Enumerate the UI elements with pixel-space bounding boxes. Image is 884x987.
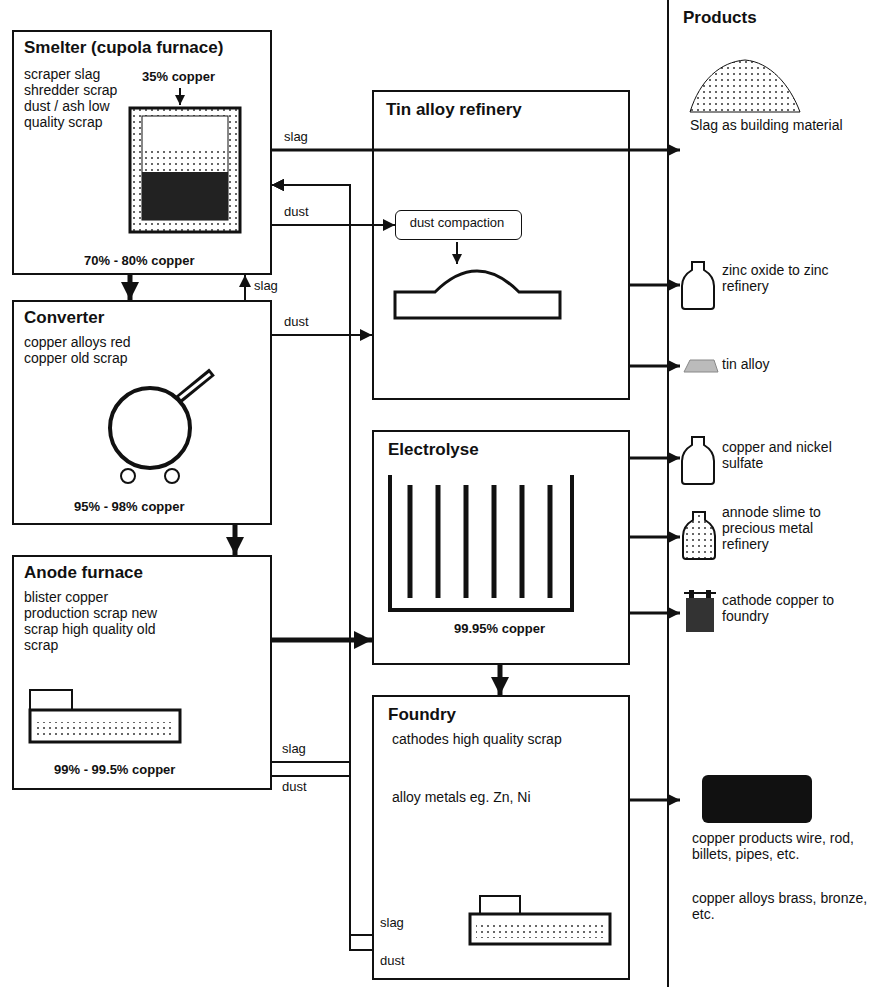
box-text: 70% - 80% copper xyxy=(84,254,264,269)
box-text: 99.95% copper xyxy=(454,622,614,637)
box-text: scraper slag shredder scrap dust / ash l… xyxy=(24,66,124,130)
converter-wheel xyxy=(165,469,179,483)
furnace-hood xyxy=(480,896,520,914)
box-text-main: annode slime to precious metal refinery xyxy=(722,504,862,552)
box-text-main: Foundry xyxy=(388,705,618,725)
box-text: cathodes high quality scrap xyxy=(392,731,607,747)
box-text-main: cathode copper to foundry xyxy=(722,592,862,624)
electrode-plates xyxy=(410,485,550,598)
product-item: tin alloy xyxy=(680,348,870,384)
box-text: blister copper production scrap new scra… xyxy=(24,589,174,653)
box-text-main: dust compaction xyxy=(396,216,518,231)
box-text: 95% - 98% copper xyxy=(74,500,264,515)
flow-arrow xyxy=(630,284,680,287)
foundry-furnace xyxy=(470,914,610,944)
product-item: Slag as building material xyxy=(680,55,870,160)
products-divider xyxy=(667,0,669,987)
flow-arrow xyxy=(128,275,133,300)
box-text-main: Converter xyxy=(24,308,264,328)
tin-furnace xyxy=(395,271,560,318)
flow-arrow xyxy=(272,224,395,226)
box-text-main: Anode furnace xyxy=(24,563,264,583)
box-text-main: tin alloy xyxy=(722,356,862,372)
converter-spout xyxy=(178,372,212,400)
process-box: Converter copper alloys red copper old sc… xyxy=(12,300,272,525)
foundry-melt xyxy=(476,922,604,938)
box-text-main: Slag as building material xyxy=(690,117,865,133)
edge-label: slag xyxy=(280,742,308,757)
product-item: zinc oxide to zinc refinery xyxy=(680,258,871,310)
flow-arrow xyxy=(233,525,238,555)
compaction-arrow xyxy=(456,242,458,264)
melt-layer xyxy=(142,172,228,220)
flow-arrow xyxy=(498,665,503,695)
edge-label: dust xyxy=(282,315,311,330)
edge-label: slag xyxy=(252,279,280,294)
cathode-bar xyxy=(684,592,716,594)
bottle-icon xyxy=(682,262,714,309)
flow-arrow xyxy=(630,365,680,368)
edge-label: slag xyxy=(282,130,310,145)
process-box: Tin alloy refinery dust compaction xyxy=(372,90,630,400)
flow-arrow xyxy=(272,638,372,643)
product-item: annode slime to precious metal refinery xyxy=(680,500,870,575)
box-text-main: copper products wire, rod, billets, pipe… xyxy=(692,830,872,862)
bottle-icon xyxy=(682,437,714,484)
flow-arrow xyxy=(272,185,350,762)
product-block xyxy=(702,775,812,823)
flow-arrow xyxy=(244,275,246,300)
box-text: copper alloys brass, bronze, etc. xyxy=(692,890,872,922)
box-text: alloy metals eg. Zn, Ni xyxy=(392,789,617,805)
box-text-main: Tin alloy refinery xyxy=(386,100,618,120)
furnace-interior xyxy=(142,116,228,220)
flow-arrow xyxy=(272,334,372,336)
sub-process-box: dust compaction xyxy=(395,210,522,240)
jar-icon xyxy=(683,512,715,559)
box-text: 35% copper xyxy=(142,70,262,85)
edge-label: dust xyxy=(280,780,309,795)
box-text: 99% - 99.5% copper xyxy=(54,763,264,778)
box-text-main: copper and nickel sulfate xyxy=(722,439,862,471)
process-box: Electrolyse 99.95% copper xyxy=(372,430,630,665)
flow-arrow xyxy=(272,149,680,152)
ingot-icon xyxy=(684,360,718,372)
product-item: copper and nickel sulfate xyxy=(680,435,870,483)
electrolysis-tank xyxy=(390,475,572,610)
flow-arrow xyxy=(630,799,680,802)
edge-label: slag xyxy=(378,916,406,931)
slag-pile xyxy=(690,60,800,112)
process-box: Smelter (cupola furnace) scraper slag shr… xyxy=(12,30,272,275)
flow-arrow xyxy=(630,457,680,460)
flow-arrow xyxy=(272,185,372,950)
column-heading: Products xyxy=(683,8,757,28)
converter-spout-inner xyxy=(180,374,210,398)
product-item: cathode copper to foundry xyxy=(680,588,870,638)
feed-arrow xyxy=(179,88,181,105)
slag-layer xyxy=(142,150,228,172)
flow-arrow xyxy=(272,185,372,935)
flow-arrow xyxy=(630,536,680,539)
box-text-main: Smelter (cupola furnace) xyxy=(24,38,264,58)
edge-label: dust xyxy=(282,205,311,220)
box-text-main: Electrolyse xyxy=(388,440,618,460)
flow-arrow xyxy=(272,185,350,776)
box-text: copper alloys red copper old scrap xyxy=(24,334,144,366)
anode-melt xyxy=(36,722,174,736)
box-text-main: zinc oxide to zinc refinery xyxy=(722,262,867,294)
furnace-hood xyxy=(30,690,72,710)
process-box: Anode furnace blister copper production s… xyxy=(12,555,272,790)
flow-arrow xyxy=(630,612,680,615)
process-box: Foundry cathodes high quality scrap alloy … xyxy=(372,695,630,980)
anode-furnace-body xyxy=(30,710,180,742)
cathode-plate xyxy=(686,598,714,632)
converter-wheel xyxy=(121,469,135,483)
edge-label: dust xyxy=(378,954,407,969)
product-item: copper products wire, rod, billets, pipe… xyxy=(680,770,876,970)
cupola-furnace xyxy=(130,108,240,232)
